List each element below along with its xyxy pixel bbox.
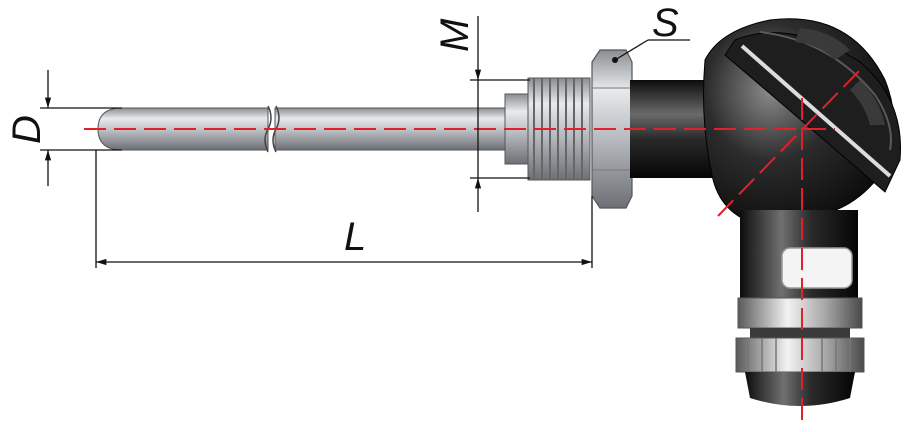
label-d: D <box>5 115 49 144</box>
dimension-lines <box>40 16 690 268</box>
center-axis-lines <box>84 67 863 426</box>
label-m: M <box>433 18 477 52</box>
terminal-head <box>703 18 901 226</box>
cable-entry <box>735 210 865 406</box>
label-s: S <box>652 1 679 45</box>
label-l: L <box>344 215 366 259</box>
s-leader-dot <box>612 57 618 63</box>
